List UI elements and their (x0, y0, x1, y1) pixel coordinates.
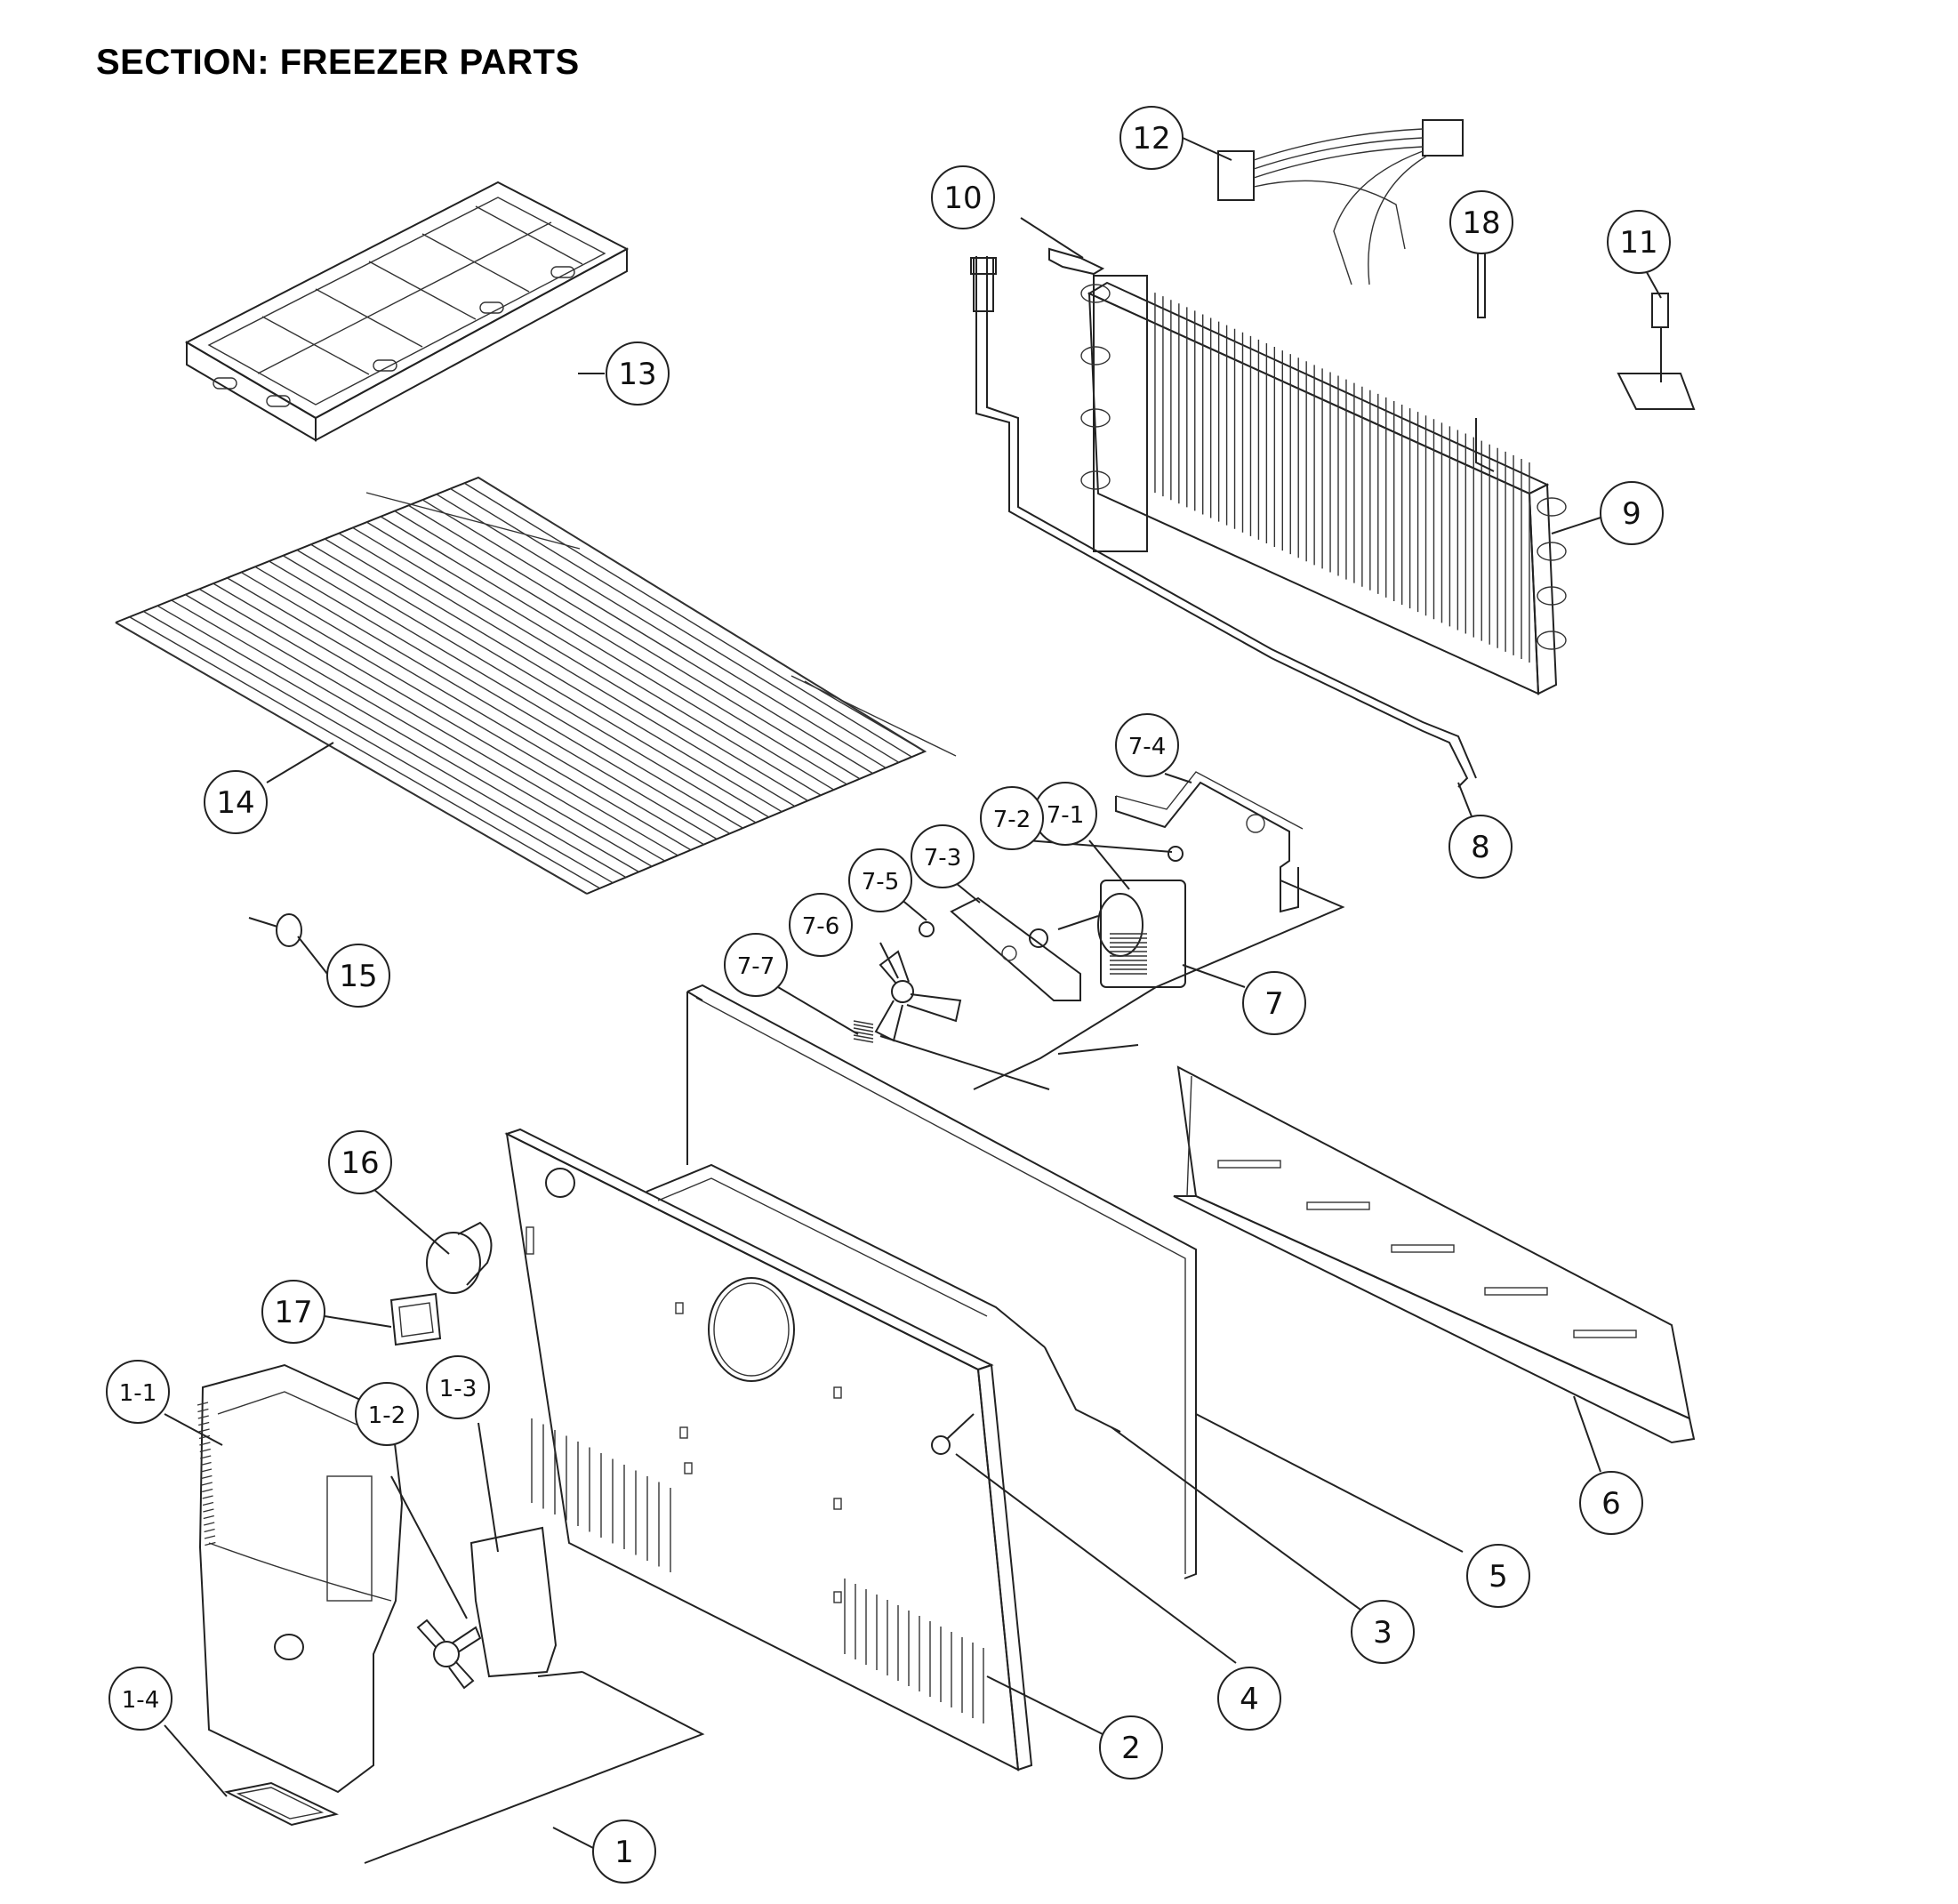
foam-insulation (646, 1163, 1121, 1433)
shelf-pin (248, 913, 302, 947)
callout-14: 14 (204, 770, 268, 834)
callout-17: 17 (261, 1280, 325, 1344)
callout-7-4: 7-4 (1115, 713, 1179, 777)
svg-text:1-2: 1-2 (368, 1402, 405, 1429)
cover-plate (389, 1292, 442, 1346)
svg-text:1-4: 1-4 (122, 1687, 159, 1714)
svg-text:3: 3 (1373, 1615, 1392, 1651)
svg-text:7-5: 7-5 (862, 869, 899, 896)
mounting-screw (931, 1413, 975, 1455)
temperature-sensor (1477, 250, 1486, 318)
defrost-heater (970, 256, 1477, 788)
callout-8: 8 (1448, 815, 1513, 879)
callout-7-3: 7-3 (911, 824, 975, 888)
callout-1-2: 1-2 (355, 1382, 419, 1446)
svg-text:14: 14 (216, 785, 254, 821)
callout-16: 16 (328, 1130, 392, 1194)
callout-7-2: 7-2 (980, 786, 1044, 850)
svg-text:1: 1 (614, 1835, 634, 1870)
gasket-strip (223, 1781, 339, 1827)
callout-1-4: 1-4 (108, 1667, 173, 1731)
callout-7: 7 (1242, 971, 1306, 1035)
svg-text:7-2: 7-2 (993, 807, 1031, 833)
evaporator (1080, 275, 1567, 695)
bracket-rail (1173, 1065, 1696, 1444)
svg-text:13: 13 (618, 357, 656, 392)
callout-13: 13 (606, 341, 670, 406)
callout-10: 10 (931, 165, 995, 229)
callout-7-1: 7-1 (1033, 782, 1097, 846)
svg-text:8: 8 (1471, 830, 1490, 865)
svg-text:11: 11 (1619, 225, 1657, 261)
svg-text:7-7: 7-7 (737, 953, 774, 980)
svg-text:7: 7 (1264, 986, 1284, 1022)
svg-text:7-1: 7-1 (1047, 802, 1084, 829)
svg-text:1-3: 1-3 (439, 1376, 477, 1402)
wire-harness (1217, 119, 1464, 285)
svg-text:12: 12 (1132, 121, 1170, 157)
callout-3: 3 (1351, 1600, 1415, 1664)
callout-7-6: 7-6 (789, 893, 853, 957)
control-knob (426, 1221, 493, 1294)
callouts: 1 1-1 1-2 1-3 1-4 2 3 4 5 6 7 7-1 7-2 7-… (106, 106, 1671, 1884)
heater-clip (1048, 247, 1105, 276)
svg-text:1-1: 1-1 (119, 1380, 156, 1407)
svg-text:10: 10 (943, 181, 982, 216)
svg-text:5: 5 (1489, 1559, 1508, 1595)
callout-2: 2 (1099, 1715, 1163, 1779)
callout-15: 15 (326, 944, 390, 1008)
callout-18: 18 (1449, 190, 1513, 254)
svg-text:7-4: 7-4 (1128, 734, 1166, 760)
svg-text:2: 2 (1121, 1731, 1141, 1766)
svg-text:7-6: 7-6 (802, 913, 839, 940)
callout-6: 6 (1579, 1471, 1643, 1535)
callout-1-1: 1-1 (106, 1360, 170, 1424)
evaporator-cover-panel (504, 1128, 1033, 1771)
svg-text:9: 9 (1622, 496, 1641, 532)
callout-11: 11 (1607, 210, 1671, 274)
air-duct-plate (469, 1526, 558, 1678)
svg-text:18: 18 (1462, 205, 1500, 241)
callout-1: 1 (592, 1820, 656, 1884)
svg-text:17: 17 (274, 1295, 312, 1330)
svg-text:16: 16 (341, 1145, 379, 1181)
small-fan-blade (416, 1619, 482, 1690)
trim-frame (686, 984, 1197, 1579)
thermal-fuse (1617, 293, 1696, 410)
callout-4: 4 (1217, 1667, 1281, 1731)
callout-12: 12 (1119, 106, 1184, 170)
wire-shelf (115, 476, 957, 895)
leader-lines (164, 137, 1662, 1852)
ice-tray (184, 181, 630, 442)
svg-text:15: 15 (339, 959, 377, 994)
callout-5: 5 (1466, 1544, 1530, 1608)
callout-9: 9 (1600, 481, 1664, 545)
svg-text:6: 6 (1601, 1486, 1621, 1522)
page-title: SECTION: FREEZER PARTS (96, 43, 580, 82)
fan-motor-assembly (853, 771, 1304, 1043)
callout-7-7: 7-7 (724, 933, 788, 997)
svg-text:4: 4 (1240, 1682, 1259, 1717)
callout-7-5: 7-5 (848, 848, 912, 912)
callout-1-3: 1-3 (426, 1355, 490, 1419)
svg-text:7-3: 7-3 (924, 845, 961, 872)
